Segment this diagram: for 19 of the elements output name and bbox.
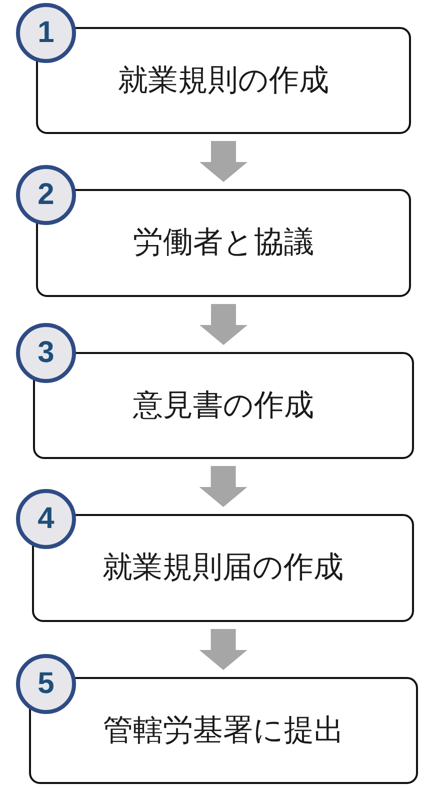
number-circle: [16, 489, 76, 549]
step-number: 4: [38, 504, 54, 534]
step-label: 就業規則の作成: [118, 62, 329, 98]
step-label: 就業規則届の作成: [102, 550, 344, 586]
step-label: 管轄労基署に提出: [103, 712, 344, 748]
arrow: [199, 629, 248, 670]
step-number: 5: [38, 669, 54, 699]
number-circle: [16, 3, 76, 63]
arrow: [199, 466, 248, 507]
step-number: 3: [38, 338, 54, 368]
number-circle: [16, 654, 76, 714]
number-circle: [16, 323, 76, 383]
step-number: 2: [38, 180, 54, 210]
number-circle: [16, 165, 76, 225]
step-number: 1: [38, 18, 54, 48]
step-label: 意見書の作成: [133, 388, 314, 424]
step-label: 労働者と協議: [133, 225, 314, 261]
arrow: [200, 304, 248, 345]
arrow: [200, 141, 248, 182]
